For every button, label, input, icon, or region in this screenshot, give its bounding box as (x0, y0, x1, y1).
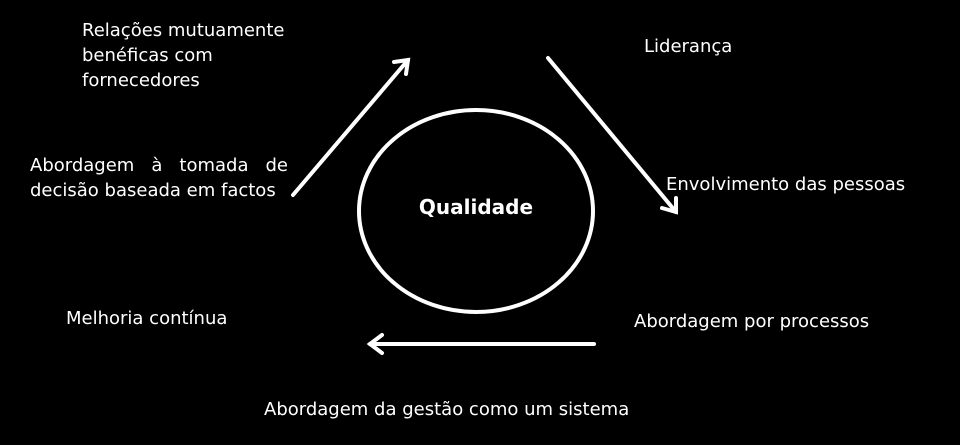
arrow-to-right (546, 56, 678, 215)
principle-decisao-factos: Abordagem à tomada de decisão baseada em… (30, 155, 288, 201)
principle-gestao-sistema: Abordagem da gestão como um sistema (264, 399, 630, 420)
arrow-to-top (291, 57, 411, 197)
principle-lideranca: Liderança (644, 36, 733, 57)
quality-circle (357, 108, 595, 314)
center-label: Qualidade (418, 195, 534, 219)
arrow-to-left (366, 333, 596, 355)
principle-melhoria-continua: Melhoria contínua (66, 308, 228, 329)
principle-processos: Abordagem por processos (634, 311, 870, 332)
principle-envolvimento-pessoas: Envolvimento das pessoas (666, 174, 906, 195)
principle-relacoes-fornecedores: Relações mutuamente benéficas com fornec… (82, 20, 285, 91)
